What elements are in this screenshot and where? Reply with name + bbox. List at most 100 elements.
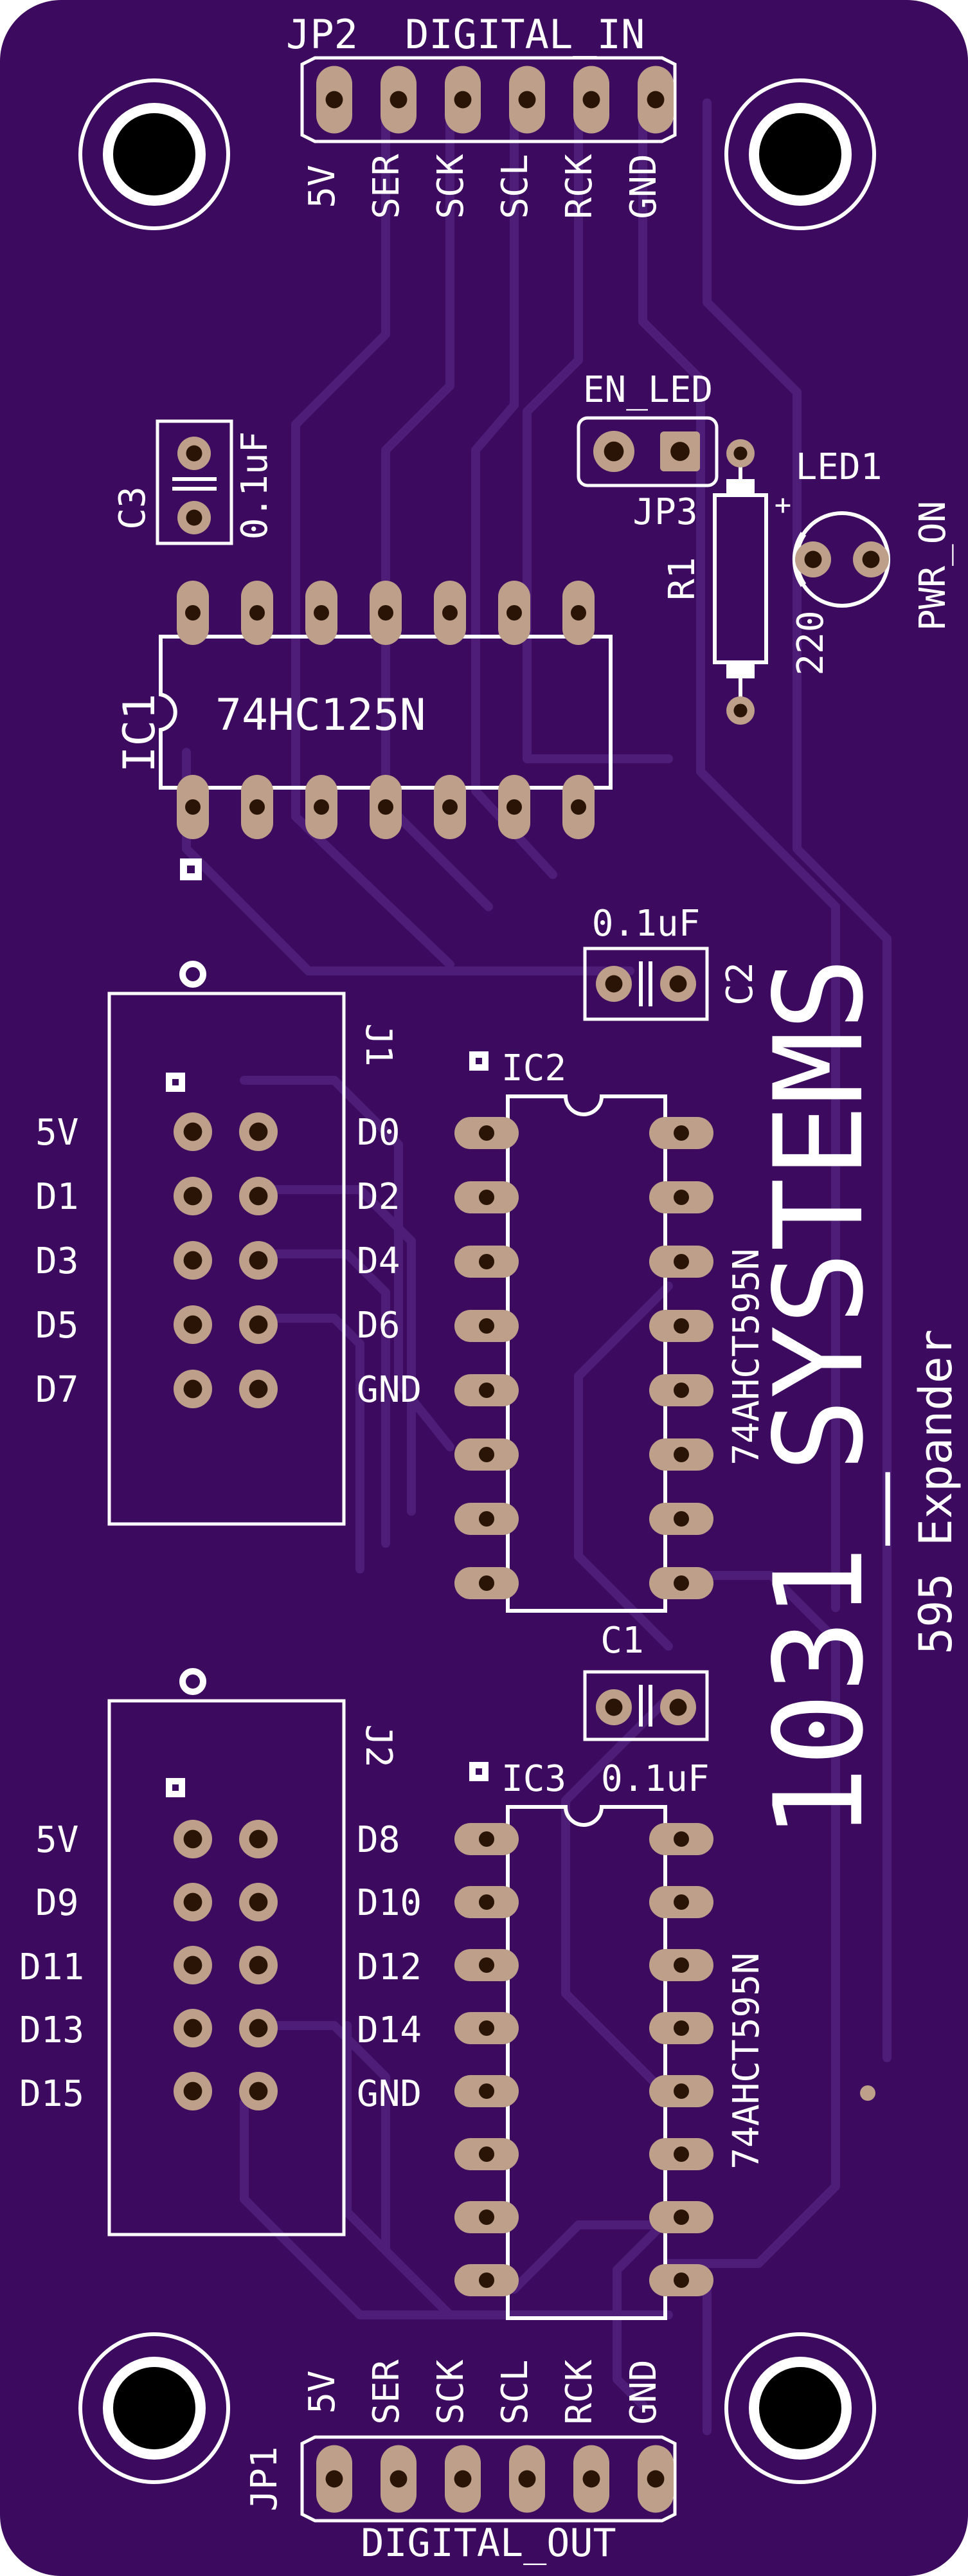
ic-pin: [454, 1438, 519, 1471]
header-jp1: 5V SER SCK SCL RCK GND JP1 DIGITAL_OUT: [244, 2359, 677, 2566]
jp2-pin-label: SCK: [430, 154, 472, 219]
jp2-pin-label: GND: [623, 154, 665, 219]
ic-pin: [454, 1181, 519, 1213]
j1-left-label: D5: [35, 1305, 78, 1347]
connector-pin: [174, 1820, 212, 1858]
header-pad: [445, 66, 481, 134]
j1-right-label: D0: [357, 1112, 400, 1154]
ic-pin: [562, 775, 595, 839]
led1-ref-label: LED1: [796, 446, 883, 488]
ic-pin: [454, 1886, 519, 1918]
led-pad: [853, 541, 889, 577]
header-pad: [316, 2445, 352, 2513]
ic-pin: [370, 775, 402, 839]
ic-pin: [649, 1246, 713, 1278]
j2-left-labels: 5V D9 D11 D13 D15: [19, 1819, 84, 2115]
jp2-pin-label: SER: [366, 154, 408, 219]
ic-pin: [454, 1823, 519, 1855]
connector-j1: J1 5V D1 D3 D5 D7 D0 D2 D4 D6 GND: [35, 961, 422, 1526]
cap-pad: [660, 1689, 696, 1725]
jumper-pad: [593, 431, 634, 472]
connector-pin: [174, 2009, 212, 2047]
ic-pin: [649, 2264, 713, 2296]
ic-pin: [177, 581, 209, 645]
ic-pin: [454, 1503, 519, 1535]
connector-pin: [239, 2009, 278, 2047]
ic-pin: [454, 2075, 519, 2107]
header-pad: [316, 66, 352, 134]
cap-pad: [660, 966, 696, 1002]
ic-pin: [454, 2201, 519, 2233]
resistor-pad: [726, 439, 755, 467]
ic-pin: [649, 1949, 713, 1981]
header-pad: [509, 66, 545, 134]
c1-pads: [596, 1689, 696, 1725]
chip-ic1: 74HC125N IC1: [114, 581, 613, 880]
ic-pin: [649, 1503, 713, 1535]
connector-pin: [174, 1112, 212, 1151]
ic-pin: [562, 581, 595, 645]
jp2-outline: [300, 56, 677, 143]
ic-pin: [649, 2012, 713, 2044]
j2-right-label: D12: [357, 1946, 422, 1988]
ic-pin: [305, 581, 337, 645]
connector-pin: [174, 1946, 212, 1984]
ic-pin: [649, 1117, 713, 1149]
mounting-holes: [78, 78, 876, 2484]
j2-right-labels: D8 D10 D12 D14 GND: [357, 1819, 422, 2115]
connector-pin: [239, 1820, 278, 1858]
product-title: 595 Expander: [910, 1329, 962, 1655]
ic-pin: [649, 2075, 713, 2107]
jp1-ref-label: JP1: [244, 2446, 285, 2511]
branding: 1031_SYSTEMS 595 Expander: [748, 957, 962, 2101]
ic-pin: [649, 2138, 713, 2170]
j1-right-label: GND: [357, 1369, 422, 1411]
connector-j2: J2 5V D9 D11 D13 D15 D8 D10 D12 D14 GND: [19, 1668, 422, 2236]
jp1-pin-label: SER: [366, 2359, 408, 2424]
j1-left-labels: 5V D1 D3 D5 D7: [35, 1112, 78, 1411]
connector-pin: [174, 1177, 212, 1215]
ic2-value-label: 74AHCT595N: [726, 1248, 767, 1465]
mounting-hole-bottom-right: [724, 2332, 876, 2484]
capacitor-c2: 0.1uF C2: [583, 903, 761, 1021]
jp1-outline: [300, 2435, 677, 2523]
header-pad: [381, 66, 417, 134]
j1-right-label: D6: [357, 1305, 400, 1347]
ic-pin: [454, 1310, 519, 1342]
jp3-pads: [593, 431, 700, 472]
c3-pads: [177, 437, 211, 534]
jp3-ref-label: JP3: [632, 491, 697, 533]
ic3-value-label-top: 0.1uF: [601, 1758, 710, 1800]
jp2-pin-label: 5V: [301, 165, 343, 208]
led1-pads: [795, 541, 889, 577]
header-pad: [638, 2445, 674, 2513]
j1-left-label: D3: [35, 1240, 78, 1282]
chip-ic2: IC2 74AHCT595N: [454, 1048, 767, 1613]
header-pad: [381, 2445, 417, 2513]
jp2-pin-label: RCK: [559, 154, 600, 219]
ic3-ref-label: IC3: [501, 1758, 566, 1800]
ic-pin: [649, 1181, 713, 1213]
j1-left-label: D7: [35, 1369, 78, 1411]
resistor-pad: [726, 696, 755, 725]
capacitor-c3: C3 0.1uF: [112, 419, 276, 545]
connector-pin: [239, 1305, 278, 1344]
connector-pin: [174, 1370, 212, 1408]
jp1-pin-labels: 5V SER SCK SCL RCK GND: [301, 2359, 665, 2424]
c2-value-label: 0.1uF: [592, 903, 701, 945]
ic-pin: [649, 1567, 713, 1599]
j2-left-label: D13: [19, 2009, 84, 2051]
ic-pin: [241, 775, 273, 839]
ic-pin: [649, 1310, 713, 1342]
jp2-pads: [316, 66, 674, 134]
ic-pin: [454, 1949, 519, 1981]
cap-pad: [177, 437, 211, 470]
j1-pads: [174, 1112, 278, 1408]
mounting-hole-top-right: [724, 78, 876, 230]
j2-right-label: D14: [357, 2009, 422, 2051]
j2-left-label: 5V: [35, 1819, 78, 1861]
jumper-pad: [660, 431, 700, 471]
ic-pin: [649, 2201, 713, 2233]
ic3-value-label: 74AHCT595N: [726, 1952, 767, 2169]
